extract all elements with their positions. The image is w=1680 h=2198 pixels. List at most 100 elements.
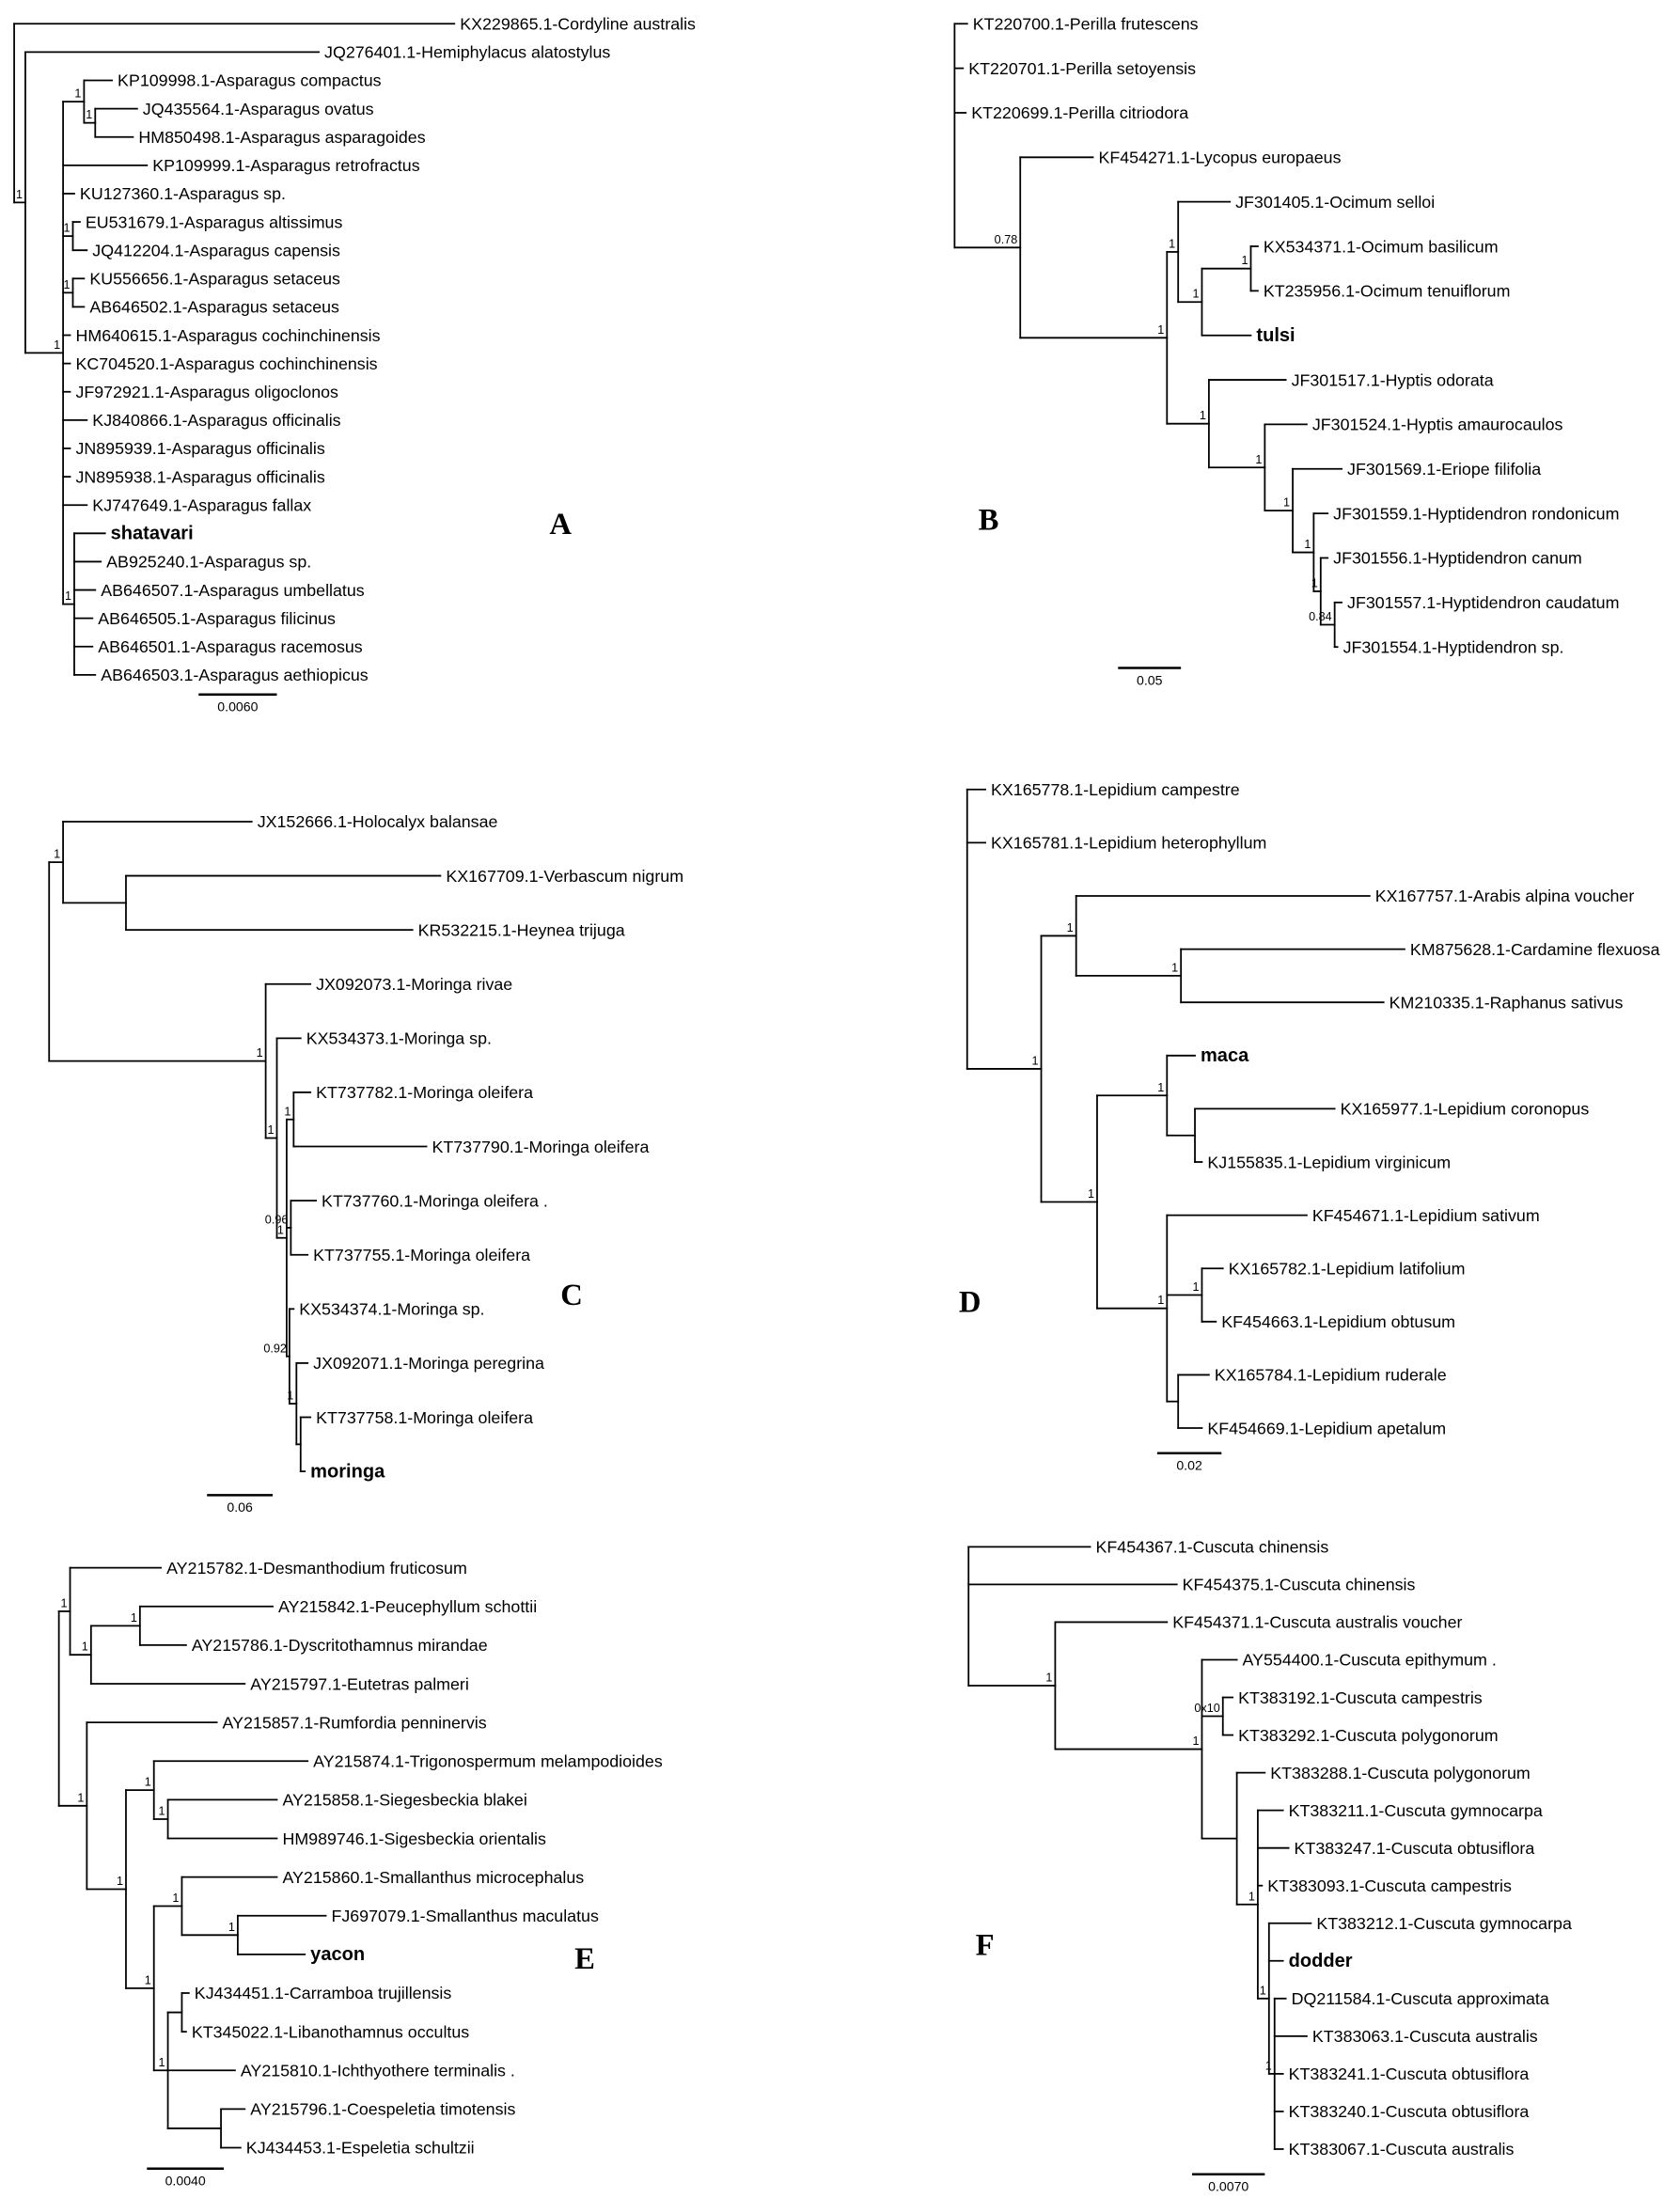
taxon-label: JQ276401.1-Hemiphylacus alatostylus	[324, 43, 610, 62]
taxon-label: KT235956.1-Ocimum tenuiflorum	[1264, 282, 1511, 301]
support-value: 1	[1192, 1735, 1199, 1748]
taxon-label: HM989746.1-Sigesbeckia orientalis	[282, 1829, 546, 1848]
support-value: 1	[1241, 254, 1248, 267]
taxon-label: AY215860.1-Smallanthus microcephalus	[282, 1868, 584, 1887]
support-value: 1	[268, 1123, 275, 1137]
support-value: 1	[131, 1611, 137, 1625]
taxon-label: JN895938.1-Asparagus officinalis	[75, 467, 324, 486]
taxon-label: KJ434451.1-Carramboa trujillensis	[195, 1984, 452, 2002]
taxon-label: KU127360.1-Asparagus sp.	[80, 184, 286, 203]
taxon-label: AY215858.1-Siegesbeckia blakei	[282, 1791, 526, 1810]
taxon-label: KX165784.1-Lepidium ruderale	[1215, 1366, 1447, 1385]
support-value: 1	[1032, 1054, 1039, 1067]
tree-edges	[57, 1566, 327, 2149]
taxon-label: KF454671.1-Lepidium sativum	[1312, 1206, 1540, 1225]
support-value: 1	[1067, 921, 1074, 934]
taxon-label: JF301524.1-Hyptis amaurocaulos	[1312, 416, 1563, 434]
taxon-label: AB646503.1-Asparagus aethiopicus	[101, 666, 369, 684]
taxon-label: KU556656.1-Asparagus setaceus	[89, 270, 340, 289]
panel-letter: E	[574, 1942, 595, 1976]
taxon-label: AY215786.1-Dyscritothamnus mirandae	[192, 1636, 488, 1655]
support-value: 1	[54, 848, 60, 861]
taxon-label: JX092071.1-Moringa peregrina	[313, 1354, 544, 1373]
tree-labels: KT220700.1-Perilla frutescensKT220701.1-…	[968, 15, 1619, 657]
taxon-label: JF301405.1-Ocimum selloi	[1235, 193, 1435, 212]
support-value: 0.84	[1309, 610, 1332, 623]
tree-edges	[966, 788, 1405, 1429]
support-value: 1	[1157, 1294, 1164, 1307]
taxon-label: AB646501.1-Asparagus racemosus	[98, 637, 363, 656]
taxon-label: AY215796.1-Coespeletia timotensis	[250, 2100, 515, 2119]
support-value: 0.78	[995, 233, 1018, 246]
taxon-label: KT220700.1-Perilla frutescens	[973, 15, 1199, 34]
support-value: 1	[1304, 538, 1311, 551]
support-value: 1	[82, 1641, 88, 1654]
support-value: 1	[145, 1973, 151, 1986]
highlight-taxon-label: moringa	[310, 1461, 385, 1482]
taxon-label: KT383240.1-Cuscuta obtusiflora	[1289, 2102, 1530, 2121]
taxon-label: AY554400.1-Cuscuta epithymum .	[1243, 1651, 1497, 1670]
support-value: 1	[1311, 577, 1318, 590]
taxon-label: KP109999.1-Asparagus retrofractus	[152, 156, 420, 175]
taxon-label: KM210335.1-Raphanus sativus	[1390, 993, 1624, 1012]
support-value: 1	[284, 1105, 290, 1118]
support-value: 1	[159, 2056, 165, 2069]
support-value: 1	[1192, 288, 1199, 301]
taxon-label: JX092073.1-Moringa rivae	[316, 975, 512, 994]
taxon-label: KT383211.1-Cuscuta gymnocarpa	[1289, 1801, 1543, 1820]
support-value: 1	[1045, 1672, 1052, 1685]
scale-bar-label: 0.0060	[217, 699, 258, 714]
support-value: 1	[61, 1596, 68, 1609]
taxon-label: KX534374.1-Moringa sp.	[299, 1300, 484, 1319]
tree-edges	[967, 1546, 1312, 2150]
taxon-label: JF301517.1-Hyptis odorata	[1292, 370, 1494, 389]
support-value: 1	[1157, 1081, 1164, 1094]
tree-edges	[953, 23, 1342, 649]
scale-bar-label: 0.05	[1137, 672, 1163, 687]
taxon-label: AB646502.1-Asparagus setaceus	[89, 298, 339, 317]
support-value: 1	[77, 1791, 84, 1804]
taxon-label: KX534371.1-Ocimum basilicum	[1264, 237, 1499, 256]
taxon-label: AB646505.1-Asparagus filicinus	[98, 609, 336, 628]
taxon-label: AY215782.1-Desmanthodium fruticosum	[166, 1559, 467, 1578]
taxon-label: KT383063.1-Cuscuta australis	[1312, 2027, 1538, 2046]
taxon-label: FJ697079.1-Smallanthus maculatus	[331, 1907, 599, 1925]
support-value: 1	[117, 1875, 123, 1888]
taxon-label: KT383212.1-Cuscuta gymnocarpa	[1316, 1914, 1572, 1933]
taxon-label: KT737755.1-Moringa oleifera	[313, 1246, 530, 1264]
support-value: 1	[1255, 453, 1262, 466]
taxon-label: EU531679.1-Asparagus altissimus	[86, 212, 343, 231]
tree-labels: KX165778.1-Lepidium campestreKX165781.1-…	[991, 780, 1660, 1437]
taxon-label: KX229865.1-Cordyline australis	[460, 15, 696, 34]
support-value: 1	[1169, 237, 1175, 250]
support-value: 1	[159, 1804, 165, 1817]
highlight-taxon-label: dodder	[1289, 1951, 1353, 1971]
taxon-label: KF454367.1-Cuscuta chinensis	[1095, 1538, 1328, 1557]
taxon-label: KJ434453.1-Espeletia schultzii	[246, 2139, 475, 2158]
taxon-label: KT737782.1-Moringa oleifera	[316, 1083, 533, 1102]
taxon-label: KT737758.1-Moringa oleifera	[316, 1408, 533, 1427]
taxon-label: JF301557.1-Hyptidendron caudatum	[1347, 593, 1619, 612]
panel-letter: C	[560, 1279, 583, 1312]
taxon-label: KT383288.1-Cuscuta polygonorum	[1270, 1764, 1531, 1782]
taxon-label: JQ435564.1-Asparagus ovatus	[143, 100, 374, 118]
taxon-label: AY215842.1-Peucephyllum schottii	[278, 1597, 537, 1616]
taxon-label: KC704520.1-Asparagus cochinchinensis	[75, 354, 377, 373]
taxon-label: KT383292.1-Cuscuta polygonorum	[1238, 1726, 1499, 1745]
taxon-label: KX165781.1-Lepidium heterophyllum	[991, 834, 1266, 853]
taxon-label: KT383241.1-Cuscuta obtusiflora	[1289, 2065, 1530, 2083]
taxon-label: KM875628.1-Cardamine flexuosa	[1410, 940, 1660, 959]
support-value: 1	[65, 589, 71, 603]
scale-bar-label: 0.06	[227, 1499, 253, 1515]
scale-bar-label: 0.02	[1176, 1458, 1202, 1473]
taxon-label: KT383247.1-Cuscuta obtusiflora	[1295, 1839, 1535, 1858]
taxon-label: JF301559.1-Hyptidendron rondonicum	[1333, 504, 1619, 523]
scale-bar-label: 0.0070	[1208, 2179, 1248, 2194]
taxon-label: JF972921.1-Asparagus oligoclonos	[75, 383, 338, 401]
tree-panel-E: AY215782.1-Desmanthodium fruticosumAY215…	[57, 1559, 663, 2189]
taxon-label: DQ211584.1-Cuscuta approximata	[1292, 1989, 1549, 2008]
highlight-taxon-label: tulsi	[1256, 325, 1295, 346]
taxon-label: KJ840866.1-Asparagus officinalis	[92, 411, 340, 430]
